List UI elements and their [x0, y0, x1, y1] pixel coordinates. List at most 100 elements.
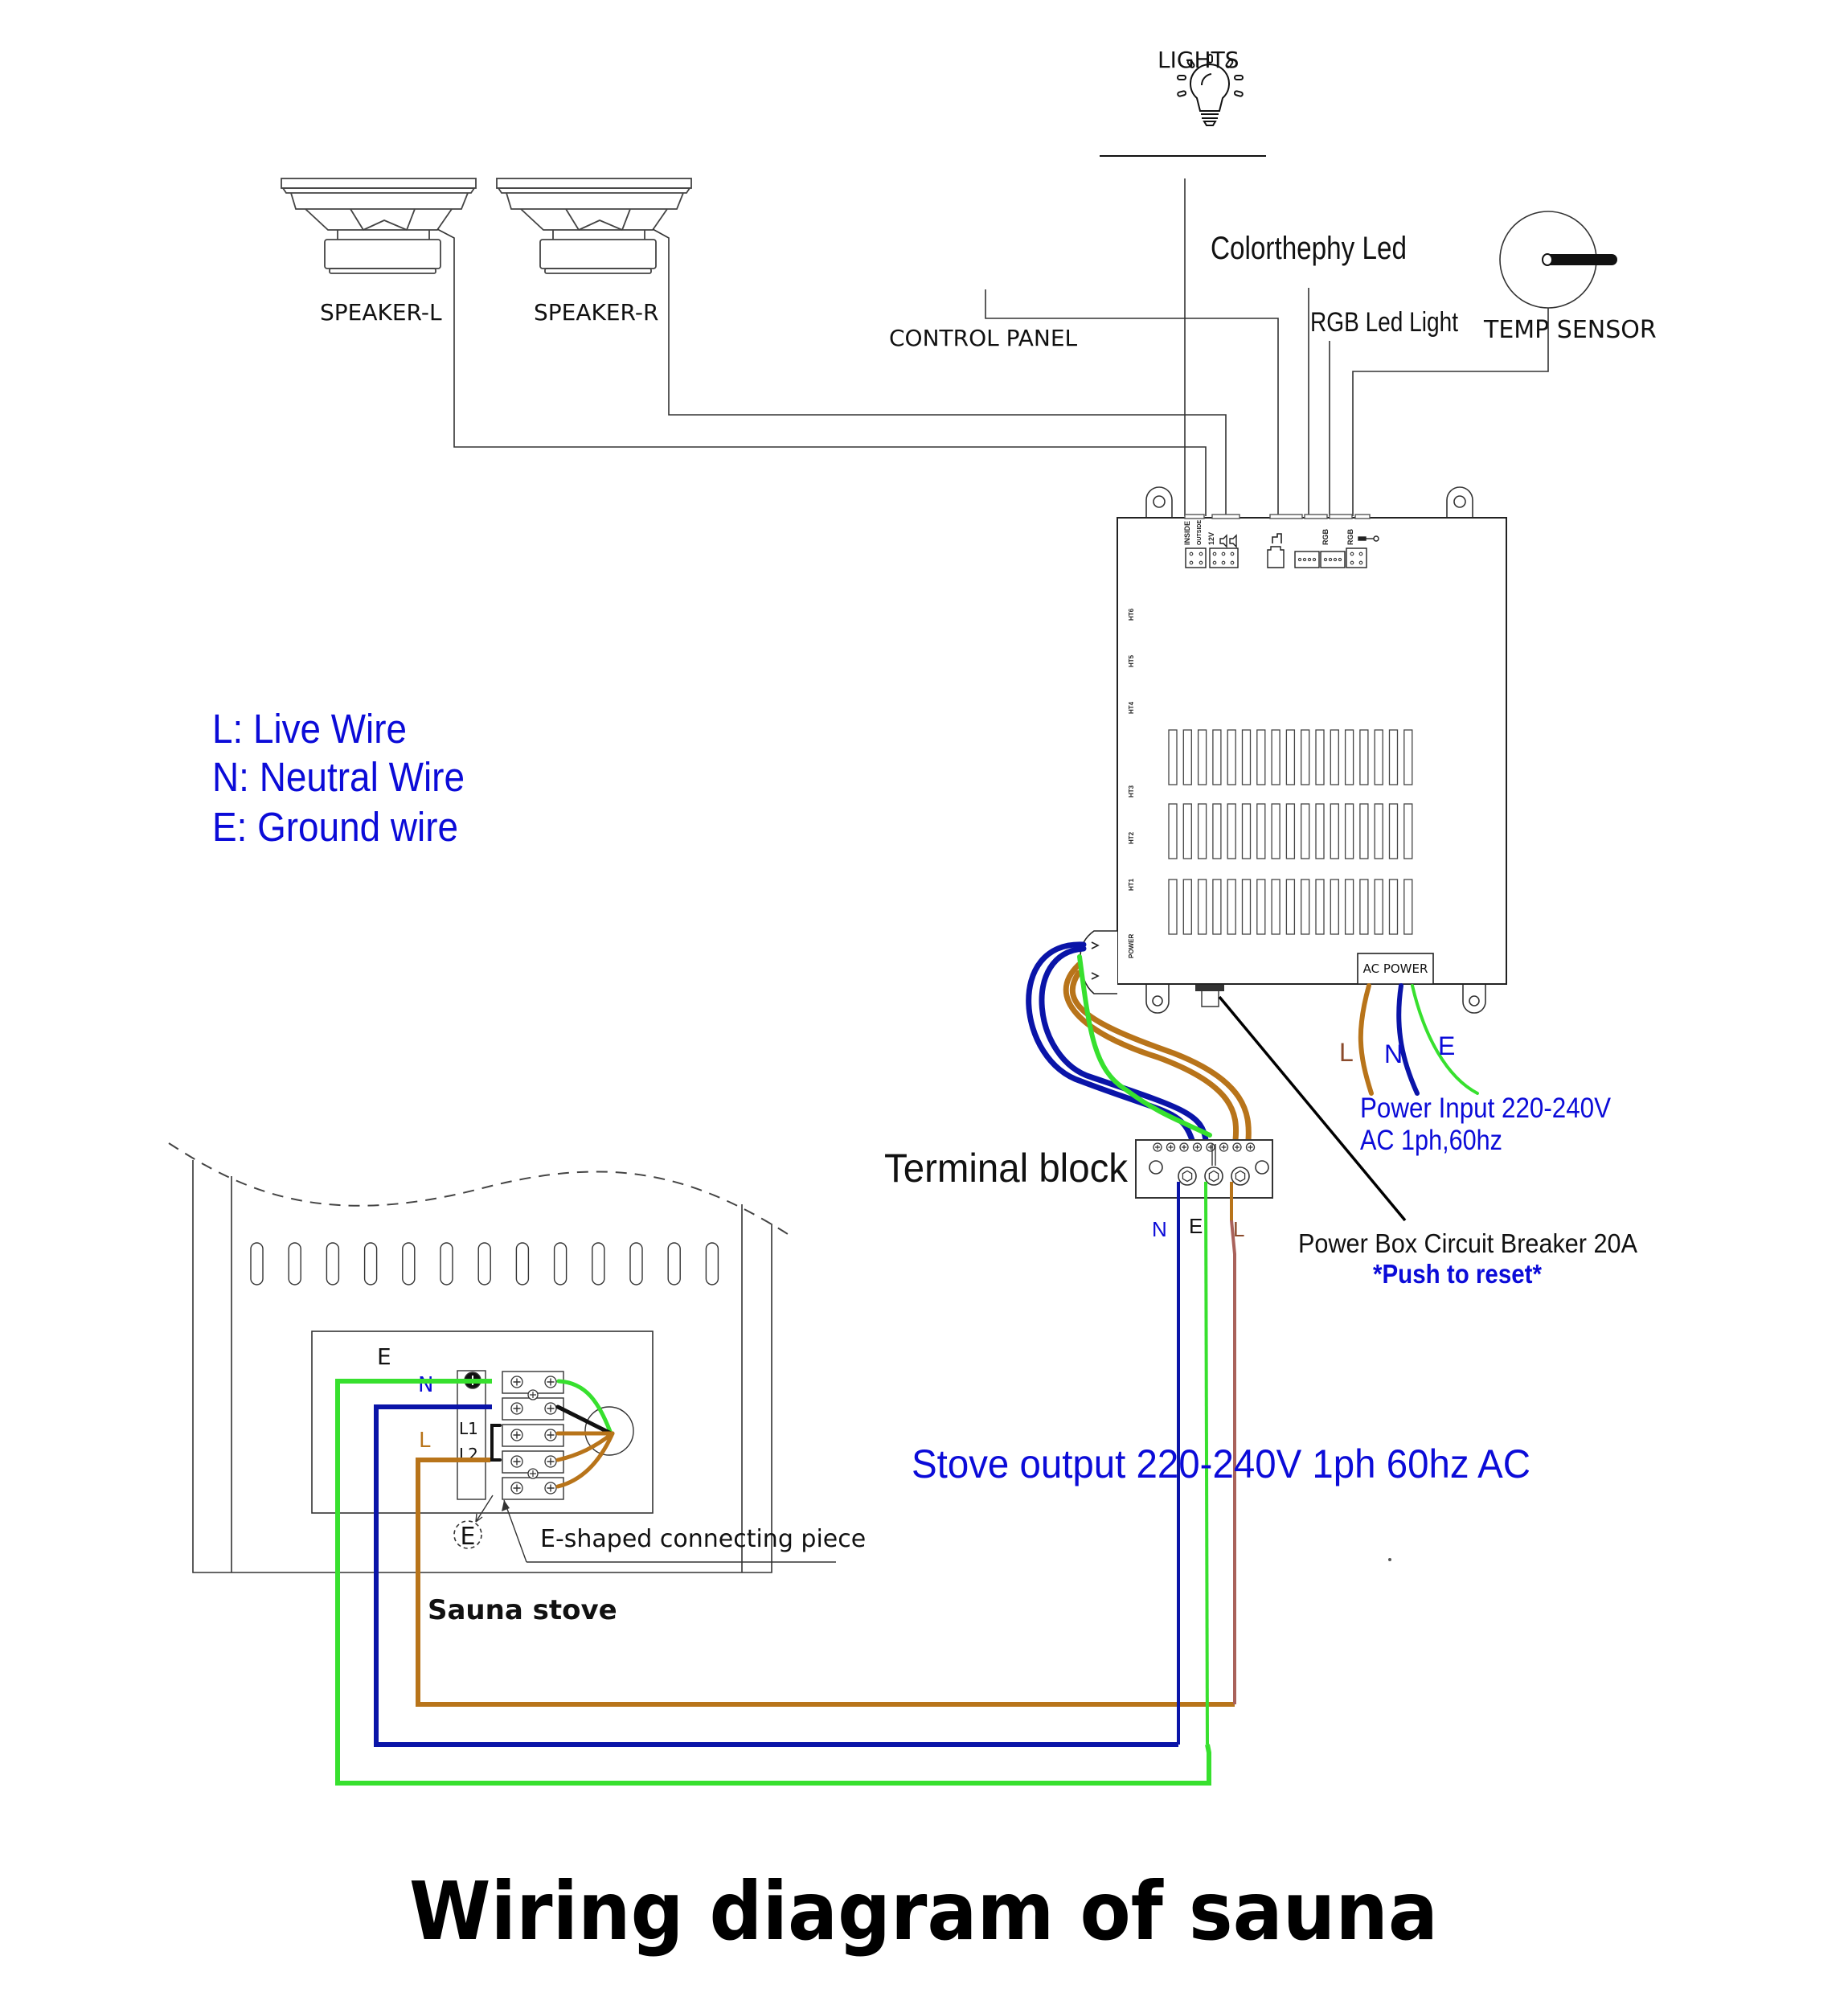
speaker-r: SPEAKER-R: [496, 178, 692, 326]
vent-slot: [515, 1242, 530, 1285]
heatsink-fin: [1403, 729, 1413, 785]
heatsink-fin: [1388, 803, 1399, 859]
port-rgb2-label: RGB: [1346, 529, 1354, 546]
vent-slot: [667, 1242, 681, 1285]
heatsink-fin: [1388, 729, 1399, 785]
side-label-ht5: HT5: [1128, 654, 1135, 667]
terminal-block: [1135, 1139, 1273, 1199]
vent-slot: [402, 1242, 416, 1285]
port-outside-label: OUTSIDE: [1197, 520, 1203, 545]
lights-device: LIGHTS: [1100, 47, 1266, 157]
heatsink-fin: [1285, 879, 1296, 935]
vent-slot: [705, 1242, 719, 1285]
heatsink-fin: [1359, 729, 1369, 785]
ac-power-label: AC POWER: [1363, 961, 1428, 976]
heatsink-fin: [1301, 729, 1310, 785]
heatsink-fin: [1301, 803, 1310, 859]
port-12v-label: 12V: [1207, 532, 1215, 545]
side-label-ht4: HT4: [1128, 701, 1135, 714]
temp-sensor-wire: [1352, 308, 1549, 516]
speaker-l-wire: [436, 228, 1207, 516]
heatsink-fin: [1344, 879, 1354, 935]
heatsink-fin: [1359, 803, 1369, 859]
earth-symbol-label: E: [461, 1523, 476, 1551]
breaker-leader-line: [1218, 995, 1407, 1222]
terminal-post: [1231, 1167, 1250, 1186]
stray-dot: [1388, 1558, 1391, 1561]
heatsink-fin: [1168, 879, 1178, 935]
speaker-r-wire: [652, 228, 1227, 516]
ac-neutral-wire: [1396, 983, 1420, 1096]
speaker-icon: [496, 178, 692, 274]
controller-box: INSIDE OUTSIDE 12V RGB RGB: [1080, 486, 1507, 1014]
heatsink-fin: [1241, 879, 1252, 935]
heatsink-fin: [1315, 879, 1325, 935]
heatsink-fin: [1374, 729, 1383, 785]
heatsink-fin: [1374, 803, 1383, 859]
heatsink-fin: [1212, 729, 1222, 785]
heatsink-fin: [1344, 729, 1354, 785]
circuit-breaker: [1195, 985, 1224, 1007]
speaker-l-label: SPEAKER-L: [320, 299, 442, 326]
side-label-ht6: HT6: [1128, 608, 1135, 621]
page-title: Wiring diagram of sauna: [409, 1864, 1438, 1958]
neutral-cable-2: [1039, 945, 1209, 1143]
legend-live: L: Live Wire: [212, 706, 407, 752]
heatsink-fin: [1197, 879, 1207, 935]
heatsink-fin: [1359, 879, 1369, 935]
heatsink-fin: [1403, 803, 1413, 859]
colortherapy-led-label: Colorthephy Led: [1211, 231, 1407, 266]
temperature-probe-icon: [1499, 211, 1617, 309]
breaker-reset-note: *Push to reset*: [1373, 1259, 1542, 1289]
stove-terminal-box: [311, 1331, 654, 1514]
heatsink-fin: [1168, 729, 1178, 785]
heatsink-fins: [1168, 729, 1413, 935]
ac-earth-wire: [1411, 984, 1479, 1095]
heatsink-fin: [1182, 879, 1192, 935]
heatsink-fin: [1241, 729, 1252, 785]
sauna-stove: L1 L2 E E-shaped connecting piece Sauna …: [168, 1142, 866, 1626]
heatsink-fin: [1271, 803, 1280, 859]
heatsink-fin: [1197, 729, 1207, 785]
stove-e-label: E: [377, 1343, 391, 1370]
heatsink-fin: [1301, 879, 1310, 935]
rgb-led-label: RGB Led Light: [1310, 307, 1458, 338]
cable-gland: [1080, 930, 1117, 994]
vent-slot: [363, 1242, 378, 1285]
ac-live-label: L: [1339, 1038, 1354, 1067]
power-cables: [1026, 941, 1252, 1143]
terminal-posts: [1178, 1167, 1250, 1186]
vent-slot: [288, 1242, 301, 1285]
heatsink-fin: [1256, 729, 1266, 785]
side-label-ht1: HT1: [1128, 878, 1135, 891]
heatsink-fin: [1271, 729, 1280, 785]
vent-slot: [250, 1242, 264, 1285]
ac-input-wires: [1358, 983, 1479, 1096]
breaker-label: Power Box Circuit Breaker 20A: [1298, 1228, 1637, 1258]
vent-slot: [629, 1242, 643, 1285]
tb-e-label: E: [1189, 1214, 1203, 1238]
heatsink-fin: [1271, 879, 1280, 935]
heatsink-fin: [1315, 803, 1325, 859]
stove-terminal-blocks: [502, 1371, 564, 1500]
heating-element-junction: [584, 1406, 634, 1456]
heatsink-fin: [1182, 803, 1192, 859]
feed-earth-vertical: [1204, 1181, 1209, 1745]
vent-slot: [592, 1242, 605, 1285]
control-panel-wire: [985, 289, 1279, 516]
heatsink-fin: [1168, 803, 1178, 859]
wire-legend: L: Live Wire N: Neutral Wire E: Ground w…: [212, 706, 465, 850]
vent-slot: [326, 1242, 340, 1285]
earth-cable: [1077, 954, 1212, 1138]
vent-slot: [477, 1242, 491, 1285]
sauna-stove-label: Sauna stove: [428, 1594, 617, 1626]
stove-output-label: Stove output 220-240V 1ph 60hz AC: [912, 1441, 1530, 1486]
terminal-post: [1178, 1167, 1197, 1186]
ac-neutral-label: N: [1384, 1039, 1403, 1068]
speaker-r-label: SPEAKER-R: [534, 299, 658, 326]
thermometer-icon: [1358, 535, 1379, 542]
terminal-l1-label: L1: [459, 1419, 478, 1438]
power-input-line2: AC 1ph,60hz: [1360, 1125, 1502, 1156]
ac-earth-label: E: [1438, 1031, 1455, 1060]
heatsink-fin: [1330, 729, 1339, 785]
